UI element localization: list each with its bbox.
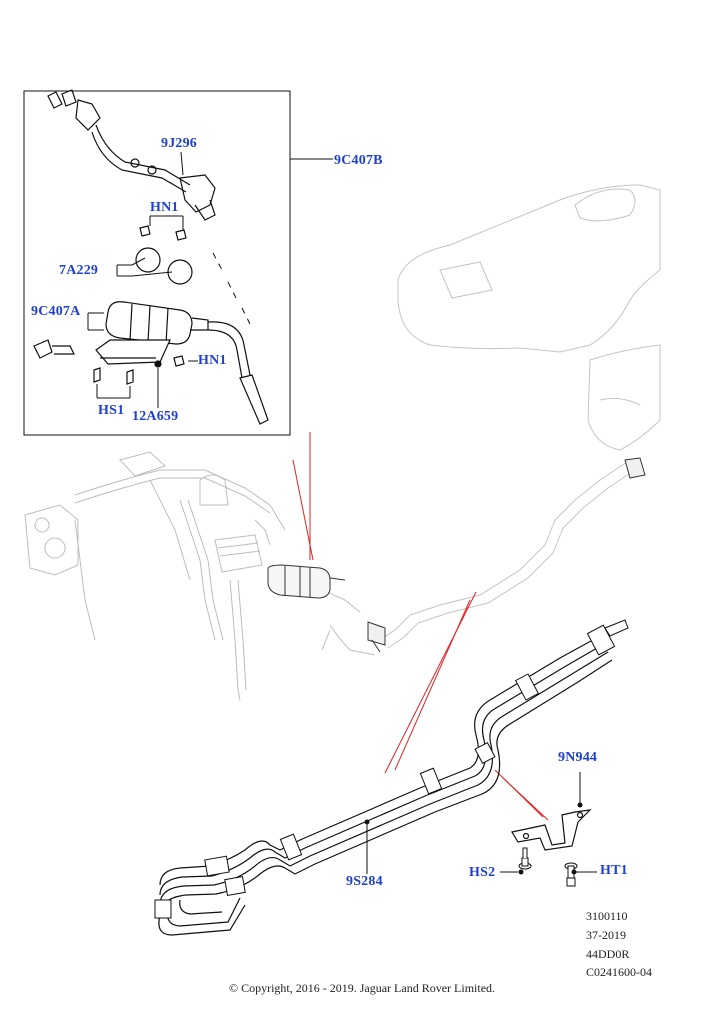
ref-number-4: C0241600-04 (586, 965, 652, 979)
inset-frame (23, 90, 291, 436)
ref-number-1: 3100110 (586, 909, 628, 923)
bracket-9n944 (511, 809, 592, 851)
callout-9s284[interactable]: 9S284 (346, 874, 383, 889)
copyright-notice: © Copyright, 2016 - 2019. Jaguar Land Ro… (228, 981, 496, 995)
fuel-line-assembly (158, 635, 613, 936)
bolt-ht1 (564, 862, 578, 887)
callout-9j296[interactable]: 9J296 (161, 136, 197, 151)
callout-hs2[interactable]: HS2 (469, 865, 496, 880)
background-engine-assembly (24, 451, 376, 701)
callout-hs1[interactable]: HS1 (98, 403, 125, 418)
background-fuel-filter (267, 564, 346, 599)
fuel-line-clips (154, 619, 629, 919)
leader-lines-red (292, 432, 549, 821)
callout-9c407a[interactable]: 9C407A (31, 304, 81, 319)
leader-lines-black (364, 772, 597, 875)
inset-hose-assembly (33, 89, 269, 425)
background-fuel-tank (379, 184, 661, 649)
callout-9c407b[interactable]: 9C407B (334, 153, 383, 168)
bolt-hs2 (518, 847, 532, 870)
callout-12a659[interactable]: 12A659 (132, 409, 179, 424)
callout-9n944[interactable]: 9N944 (558, 750, 598, 765)
ref-number-3: 44DD0R (586, 947, 630, 961)
callout-ht1[interactable]: HT1 (600, 863, 628, 878)
background-connector (367, 457, 646, 653)
callout-hn1-upper[interactable]: HN1 (150, 200, 179, 215)
callout-7a229[interactable]: 7A229 (59, 263, 99, 278)
ref-number-2: 37-2019 (586, 928, 626, 942)
inset-leader-lines (87, 151, 333, 408)
callout-hn1-lower[interactable]: HN1 (198, 353, 227, 368)
